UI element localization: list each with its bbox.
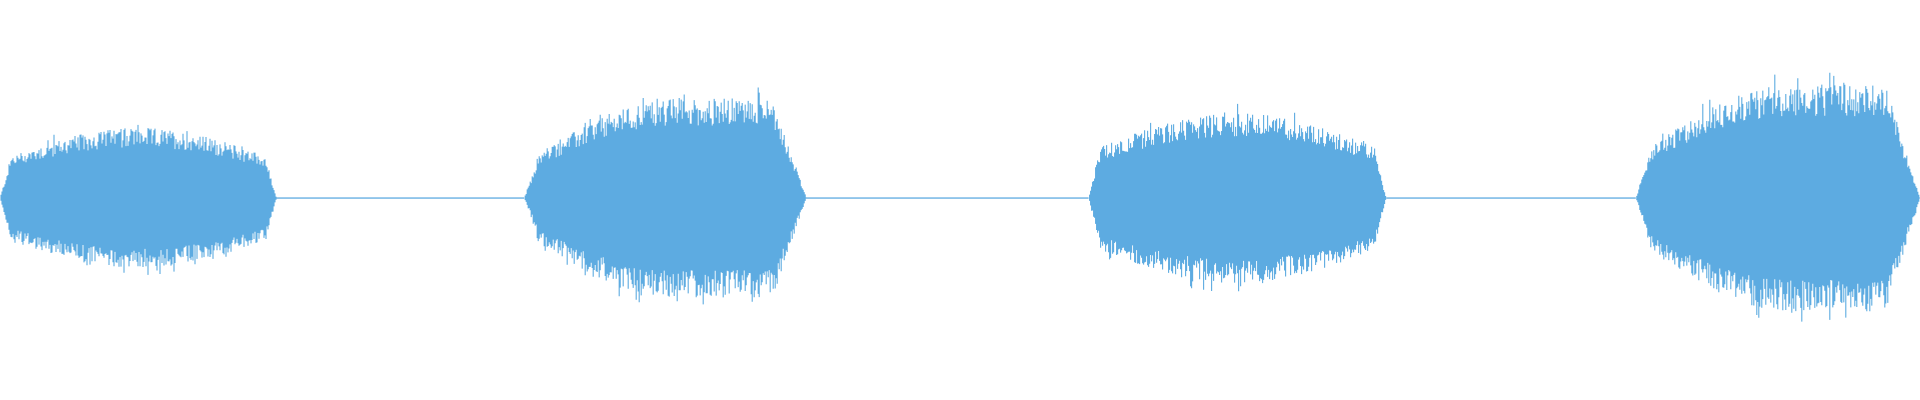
waveform-burst-1 [0, 124, 277, 275]
silence-line [1386, 197, 1636, 199]
waveform-burst-3 [1089, 103, 1387, 292]
waveform-bursts [0, 72, 1920, 322]
waveform-burst-2 [524, 87, 807, 305]
silence-line [276, 197, 525, 199]
silence-segments [276, 197, 1636, 199]
silence-line [806, 197, 1089, 199]
waveform-burst-4 [1636, 72, 1920, 322]
